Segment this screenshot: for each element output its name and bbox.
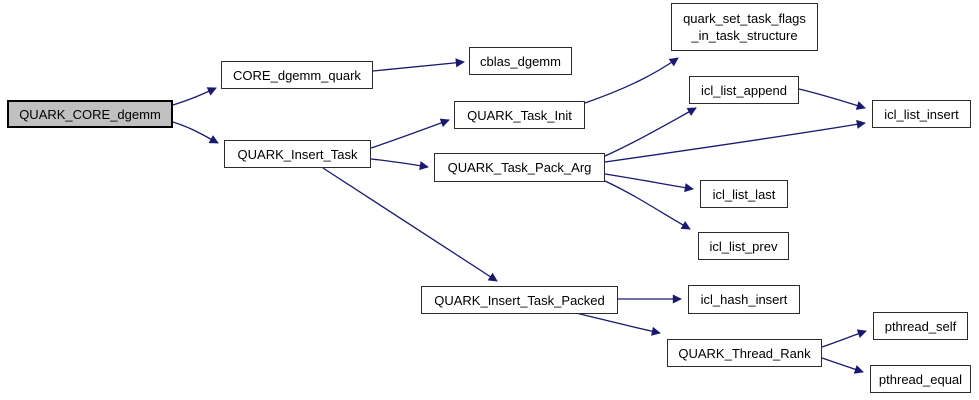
edge-quark-task-pack-arg-to-icl-list-append <box>604 107 697 157</box>
node-pthread-self[interactable]: pthread_self <box>873 312 968 340</box>
node-quark-set-task-flags-in-task-structure[interactable]: quark_set_task_flags _in_task_structure <box>671 3 818 51</box>
edge-quark-thread-rank-to-pthread-equal <box>821 357 864 374</box>
node-icl-list-prev[interactable]: icl_list_prev <box>698 232 789 260</box>
edge-quark-insert-task-to-quark-task-pack-arg <box>370 158 429 171</box>
node-cblas-dgemm[interactable]: cblas_dgemm <box>469 47 572 75</box>
node-core-dgemm-quark[interactable]: CORE_dgemm_quark <box>221 61 373 89</box>
node-quark-thread-rank[interactable]: QUARK_Thread_Rank <box>667 339 822 367</box>
node-quark-core-dgemm: QUARK_CORE_dgemm <box>7 100 173 128</box>
edge-quark-task-pack-arg-to-icl-list-last <box>604 173 694 193</box>
edge-quark-core-dgemm-to-quark-insert-task <box>172 121 219 144</box>
edge-quark-thread-rank-to-pthread-self <box>821 329 867 348</box>
edge-core-dgemm-quark-to-cblas-dgemm <box>372 58 465 72</box>
edge-quark-task-pack-arg-to-icl-list-insert <box>604 119 866 163</box>
node-quark-task-init[interactable]: QUARK_Task_Init <box>454 101 585 129</box>
node-quark-insert-task[interactable]: QUARK_Insert_Task <box>224 140 371 168</box>
edge-quark-task-pack-arg-to-icl-list-prev <box>604 180 691 230</box>
node-icl-list-append[interactable]: icl_list_append <box>689 76 799 104</box>
node-quark-task-pack-arg[interactable]: QUARK_Task_Pack_Arg <box>434 153 605 182</box>
node-pthread-equal[interactable]: pthread_equal <box>870 365 971 393</box>
node-icl-list-last[interactable]: icl_list_last <box>700 180 788 208</box>
edge-quark-insert-task-to-quark-task-init <box>370 118 450 149</box>
edge-icl-list-append-to-icl-list-insert <box>798 88 866 110</box>
edge-quark-insert-task-to-quark-insert-task-packed <box>322 167 498 282</box>
edge-quark-core-dgemm-to-core-dgemm-quark <box>172 87 217 106</box>
edge-quark-task-init-to-quark-set-task-flags <box>584 57 679 104</box>
node-quark-insert-task-packed[interactable]: QUARK_Insert_Task_Packed <box>421 286 618 314</box>
node-icl-list-insert[interactable]: icl_list_insert <box>872 100 971 128</box>
node-icl-hash-insert[interactable]: icl_hash_insert <box>688 285 800 314</box>
edge-quark-insert-task-packed-to-quark-thread-rank <box>575 312 661 336</box>
